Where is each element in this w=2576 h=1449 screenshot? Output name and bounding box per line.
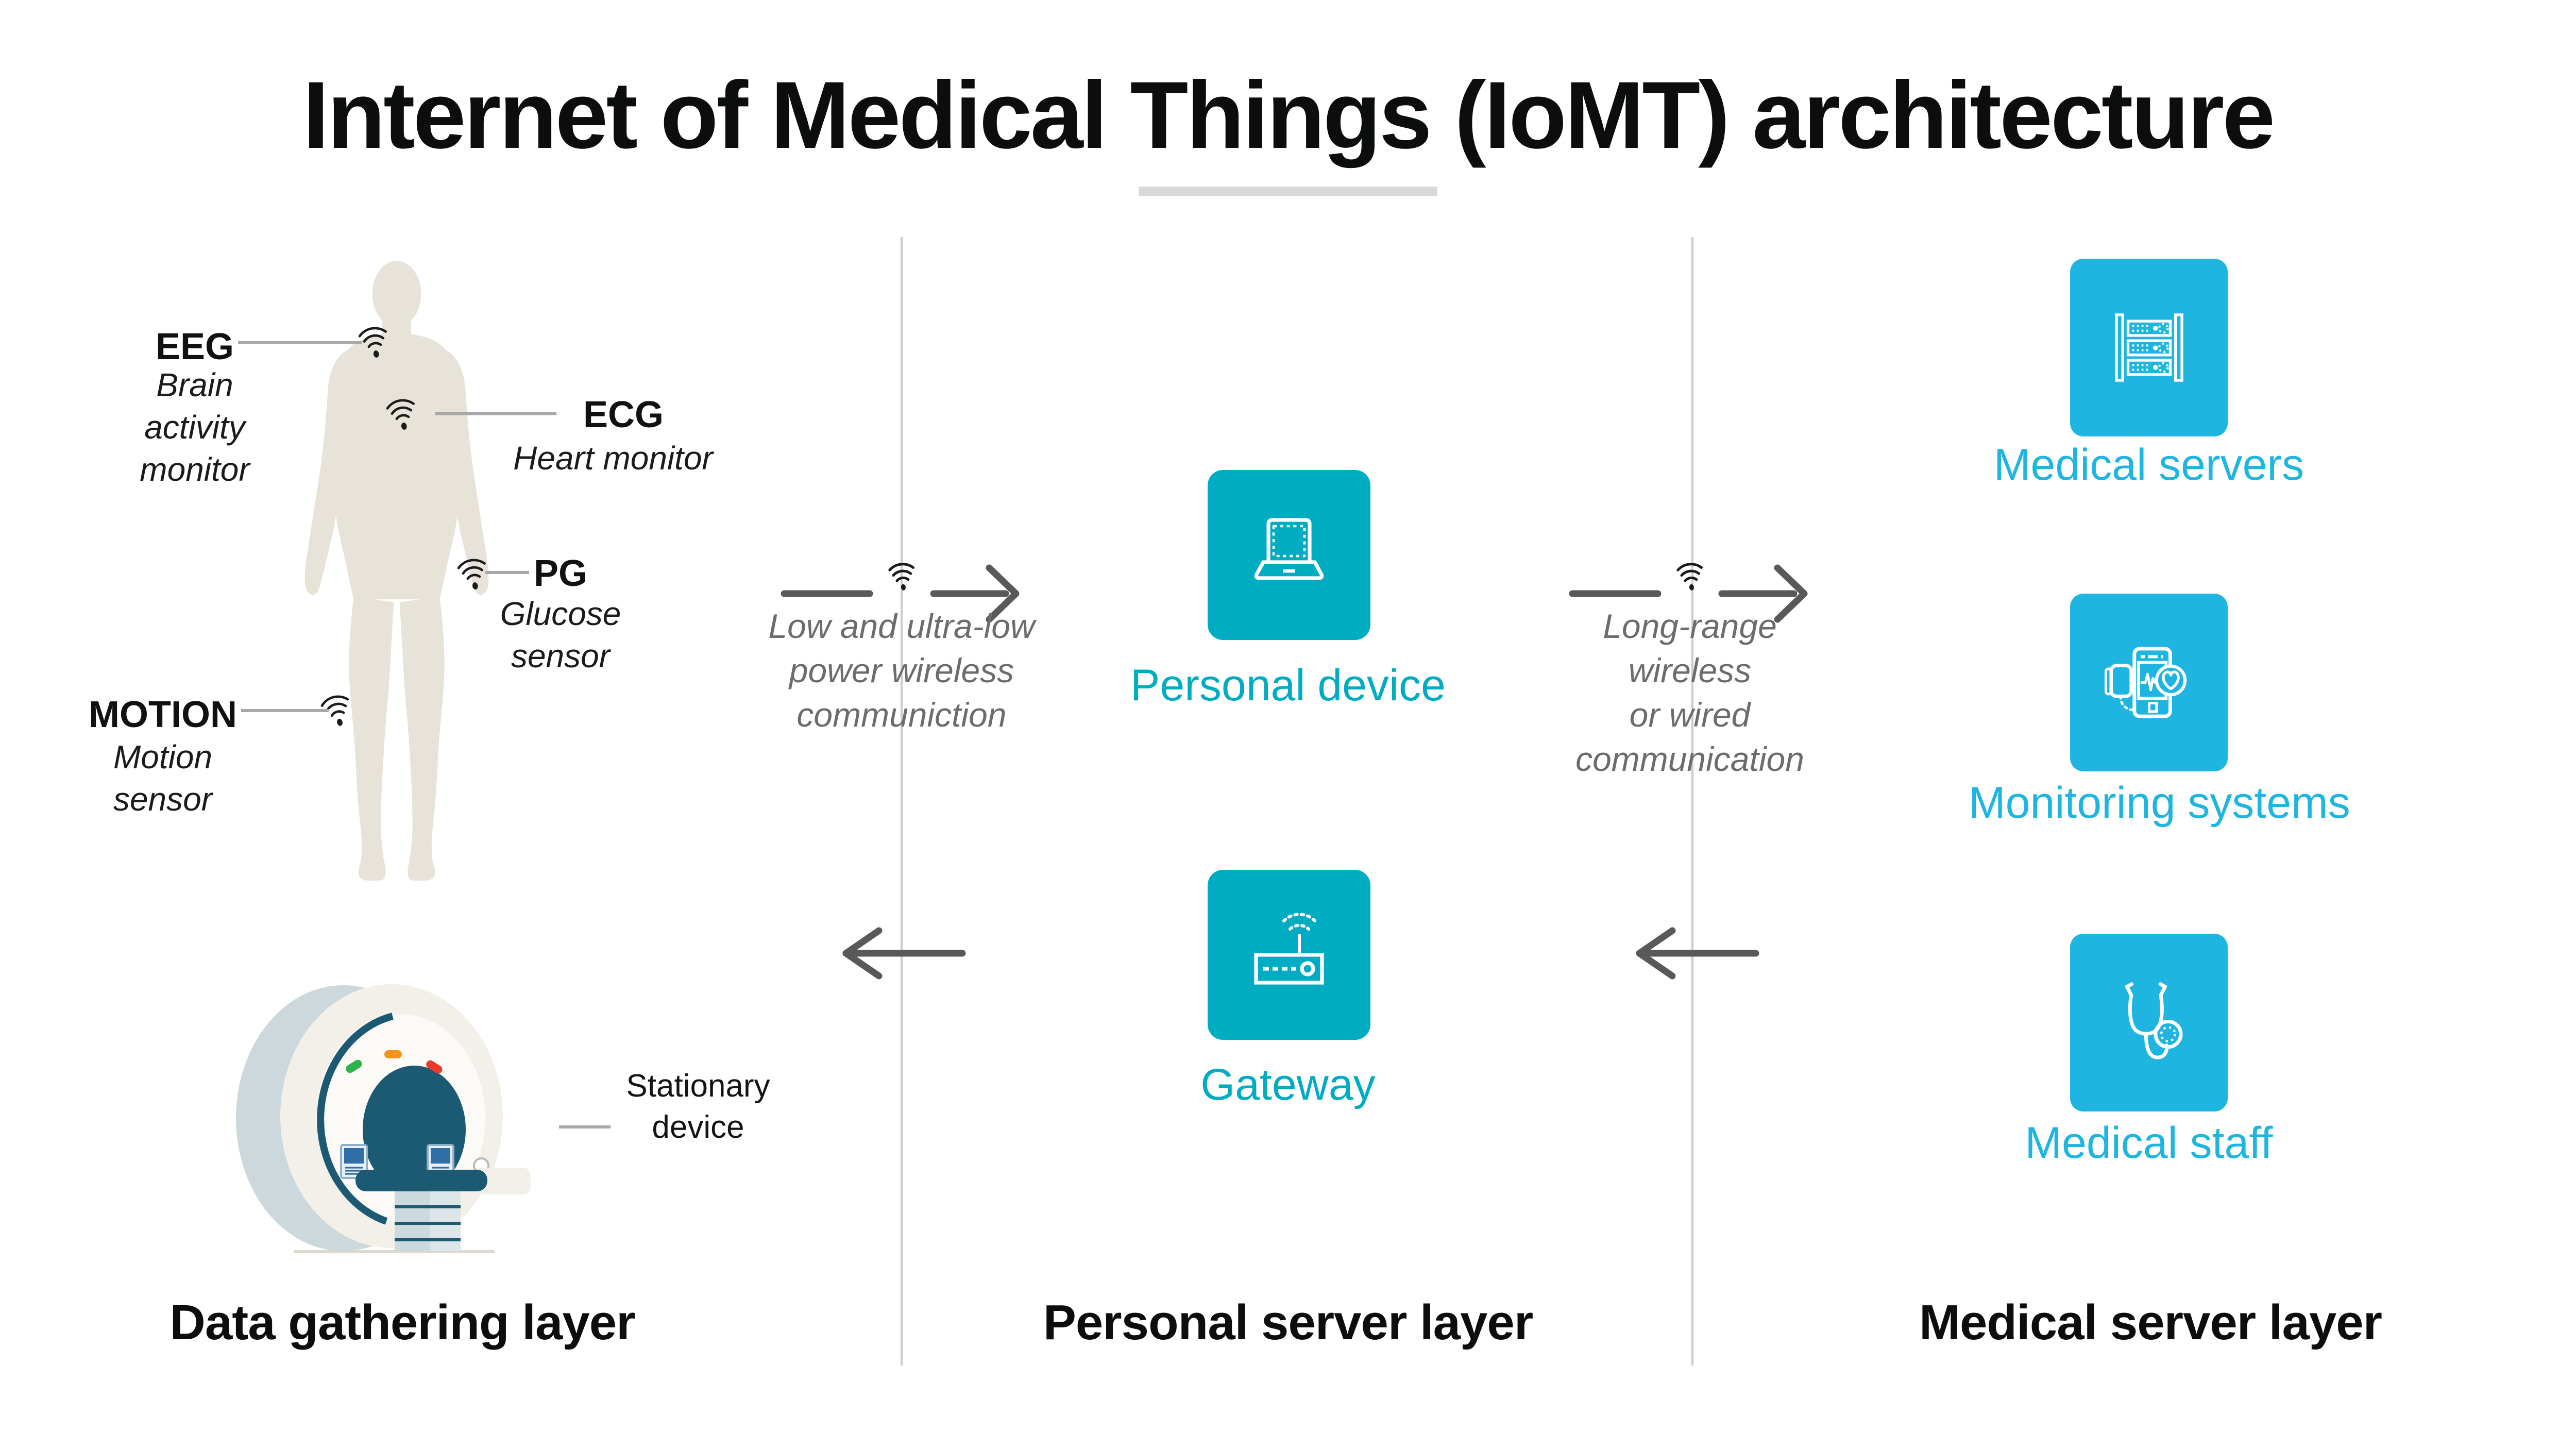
medical-staff-tile bbox=[2070, 934, 2228, 1111]
personal-device-label: Personal device bbox=[1130, 661, 1446, 710]
body-left-leg bbox=[349, 596, 394, 881]
wireless-router-icon bbox=[1254, 913, 1324, 985]
mri-indicator-orange bbox=[384, 1050, 402, 1058]
sensor-label-pg: PG bbox=[533, 553, 588, 594]
personal-device-tile bbox=[1208, 470, 1370, 640]
gateway-return-arrow-right bbox=[1636, 927, 1759, 980]
mri-indicator-green bbox=[346, 1059, 362, 1073]
layer-label-personal-server: Personal server layer bbox=[1043, 1295, 1533, 1350]
page-title: Internet of Medical Things (IoMT) archit… bbox=[302, 62, 2276, 169]
monitoring-systems-label: Monitoring systems bbox=[1969, 778, 2350, 828]
mri-table-end bbox=[477, 1168, 531, 1194]
gateway-tile bbox=[1208, 870, 1370, 1040]
layer-label-data-gathering: Data gathering layer bbox=[170, 1295, 636, 1350]
stethoscope-icon bbox=[2124, 982, 2182, 1059]
sensor-label-ecg: ECG bbox=[583, 394, 664, 435]
stationary-device-connector-line bbox=[559, 1125, 611, 1128]
body-torso bbox=[335, 332, 459, 600]
sensor-desc-motion: Motion sensor bbox=[113, 738, 213, 818]
sensor-desc-ecg: Heart monitor bbox=[513, 440, 713, 477]
mri-inner-rim-arc bbox=[317, 1013, 394, 1225]
mri-scanner-illustration bbox=[236, 984, 531, 1253]
mri-table-top bbox=[355, 1170, 487, 1191]
phone-heart-monitor-icon bbox=[2104, 647, 2187, 718]
pg-wifi-signal-icon bbox=[457, 559, 486, 590]
ecg-wifi-signal-icon bbox=[386, 399, 415, 430]
arrow-wifi-signal-icon bbox=[1676, 563, 1703, 591]
medical-servers-tile bbox=[2070, 259, 2228, 436]
low-power-link-label: Low and ultra-low power wireless communi… bbox=[768, 607, 1035, 734]
motion-wifi-signal-icon bbox=[320, 695, 349, 726]
body-right-leg bbox=[399, 596, 445, 881]
medical-servers-label: Medical servers bbox=[1993, 440, 2304, 490]
mri-control-panel-left bbox=[340, 1144, 368, 1179]
low-power-link-arrow bbox=[781, 563, 1020, 623]
eeg-wifi-signal-icon bbox=[358, 327, 387, 358]
motion-connector-line bbox=[241, 709, 329, 712]
eeg-connector-line bbox=[238, 341, 362, 344]
monitoring-systems-tile bbox=[2070, 594, 2228, 771]
long-range-link-arrow bbox=[1569, 563, 1808, 623]
body-head bbox=[372, 261, 421, 327]
mri-floor-line bbox=[294, 1250, 495, 1253]
body-right-arm bbox=[445, 349, 489, 595]
arrow-wifi-signal-icon bbox=[888, 563, 915, 591]
gateway-return-arrow-left bbox=[842, 927, 966, 980]
ecg-connector-line bbox=[435, 412, 556, 415]
pg-connector-line bbox=[485, 571, 529, 574]
body-left-arm bbox=[304, 349, 348, 595]
layer-label-medical-server: Medical server layer bbox=[1919, 1295, 2382, 1350]
mri-indicator-red bbox=[426, 1060, 443, 1074]
laptop-icon bbox=[1254, 518, 1324, 580]
medical-staff-label: Medical staff bbox=[2025, 1118, 2273, 1168]
sensor-label-eeg: EEG bbox=[155, 326, 234, 367]
sensor-desc-eeg: Brain activity monitor bbox=[140, 366, 250, 488]
stationary-device-label: Stationary device bbox=[626, 1068, 770, 1145]
sensor-desc-pg: Glucose sensor bbox=[500, 595, 621, 675]
title-underline-bar bbox=[1139, 187, 1437, 196]
gateway-label: Gateway bbox=[1200, 1060, 1376, 1109]
human-body-illustration bbox=[304, 261, 489, 881]
server-rack-icon bbox=[2114, 313, 2183, 382]
sensor-label-motion: MOTION bbox=[89, 694, 237, 735]
column-divider-left bbox=[901, 237, 903, 1366]
long-range-link-label: Long-range wireless or wired communicati… bbox=[1575, 607, 1804, 778]
mri-table-pedestal bbox=[395, 1191, 461, 1251]
column-divider-right bbox=[1691, 237, 1693, 1366]
